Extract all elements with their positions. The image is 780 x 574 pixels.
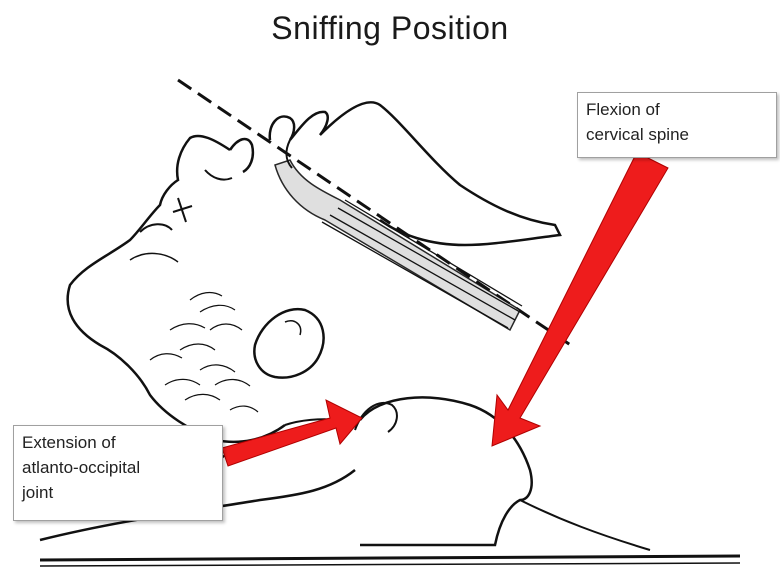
ear-inner bbox=[285, 321, 301, 335]
page-title: Sniffing Position bbox=[0, 10, 780, 47]
pillow-lower-edge bbox=[520, 500, 650, 550]
lips-outline bbox=[205, 170, 232, 180]
head-profile bbox=[68, 136, 285, 442]
hair-strokes bbox=[150, 293, 258, 412]
flexion-arrow bbox=[492, 150, 668, 446]
callout-extension-line-3: joint bbox=[22, 480, 214, 505]
callout-extension-atlanto-occipital: Extension of atlanto-occipital joint bbox=[13, 425, 223, 521]
callout-flexion-line-1: Flexion of bbox=[586, 97, 768, 122]
eye-outline bbox=[140, 224, 172, 232]
callout-extension-line-2: atlanto-occipital bbox=[22, 455, 214, 480]
callout-flexion-line-2: cervical spine bbox=[586, 122, 768, 147]
brow-line bbox=[130, 253, 178, 262]
callout-flexion-cervical-spine: Flexion of cervical spine bbox=[577, 92, 777, 158]
face-mark bbox=[173, 198, 192, 222]
ear-outline bbox=[254, 309, 323, 378]
nose-outline bbox=[230, 139, 253, 172]
table-surface bbox=[40, 556, 740, 566]
operator-hand bbox=[270, 102, 560, 245]
callout-extension-line-1: Extension of bbox=[22, 430, 214, 455]
extension-arrow bbox=[222, 400, 362, 466]
